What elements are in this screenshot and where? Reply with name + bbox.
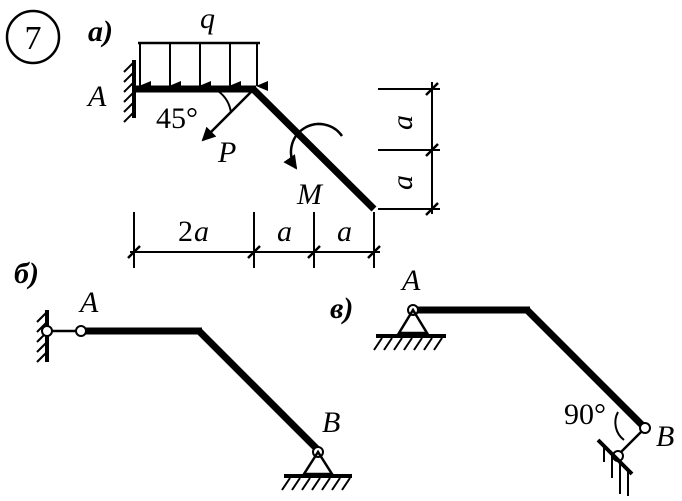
point-a-v-label: A bbox=[400, 264, 421, 297]
beam-a bbox=[134, 85, 377, 212]
fixed-wall-support-icon bbox=[123, 60, 136, 123]
panel-b: б) A B bbox=[14, 257, 352, 491]
pin-support-b-icon bbox=[281, 446, 352, 491]
panel-v: в) A 90° bbox=[330, 264, 674, 496]
roller-support-v-icon bbox=[596, 411, 651, 496]
dim-a-vertical-1: a bbox=[386, 115, 419, 130]
distributed-load-q bbox=[138, 41, 268, 91]
force-p-label: P bbox=[217, 136, 236, 169]
panel-v-label: в) bbox=[330, 292, 353, 325]
horizontal-dimension bbox=[127, 212, 381, 268]
support-a-label: A bbox=[86, 80, 107, 113]
dim-2a-number: 2 bbox=[178, 215, 193, 248]
angle-45-label: 45° bbox=[156, 102, 198, 135]
point-a-b-label: A bbox=[78, 286, 99, 319]
dim-a-vertical-2: a bbox=[386, 175, 419, 190]
point-b-v-label: B bbox=[656, 420, 674, 453]
angle-90-label: 90° bbox=[564, 398, 606, 431]
panel-a: а) A q bbox=[86, 2, 440, 268]
problem-number-badge: 7 bbox=[5, 9, 61, 65]
moment-m-label: M bbox=[296, 178, 324, 211]
panel-a-label: а) bbox=[88, 15, 113, 48]
force-p bbox=[201, 90, 253, 142]
problem-number: 7 bbox=[25, 20, 42, 57]
point-b-b-label: B bbox=[322, 406, 340, 439]
moment-m-icon bbox=[283, 122, 344, 170]
load-q-label: q bbox=[200, 2, 215, 35]
beam-b bbox=[86, 327, 321, 453]
vertical-dimension bbox=[378, 82, 440, 216]
dim-a-1: a bbox=[277, 215, 292, 248]
dim-a-2: a bbox=[337, 215, 352, 248]
dim-2a-letter: a bbox=[194, 215, 209, 248]
wall-support-b-icon bbox=[36, 310, 87, 363]
beam-v bbox=[418, 306, 645, 428]
panel-b-label: б) bbox=[14, 257, 39, 290]
